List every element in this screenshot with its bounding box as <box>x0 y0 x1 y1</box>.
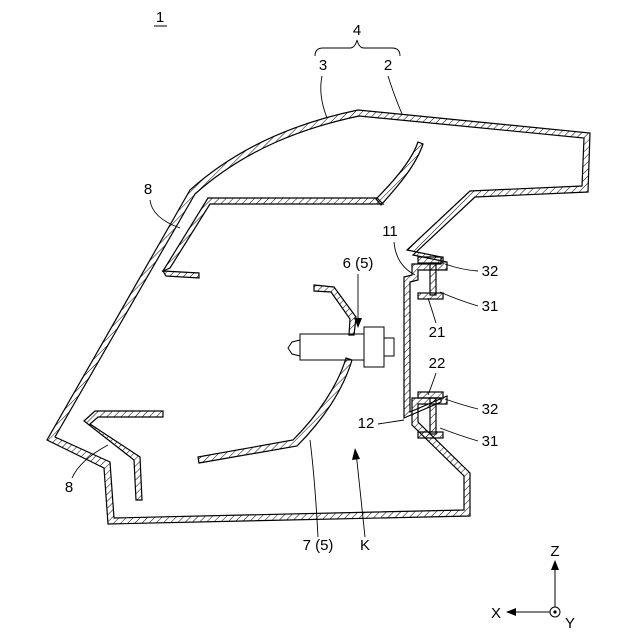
leader-32-upper <box>445 264 478 271</box>
label-11: 11 <box>382 223 398 240</box>
label-21: 21 <box>429 324 446 341</box>
label-3: 3 <box>319 57 327 74</box>
leader-K <box>356 452 365 537</box>
label-31-lower: 31 <box>482 433 499 450</box>
label-8-lower: 8 <box>65 479 73 496</box>
label-K: K <box>360 537 370 554</box>
label-7: 7 (5) <box>303 537 334 554</box>
leader-3 <box>321 76 327 118</box>
arrow-K <box>352 448 360 460</box>
label-12: 12 <box>358 415 375 432</box>
leader-2 <box>388 76 402 114</box>
flange-8-upper <box>163 271 199 278</box>
figure-number: 1 <box>156 9 164 26</box>
axis-x-label: X <box>491 605 501 622</box>
leader-7 <box>310 440 318 537</box>
reflector-7 <box>198 358 352 463</box>
leader-32-lower <box>445 399 478 409</box>
axis-y-label: Y <box>565 615 575 632</box>
leader-21 <box>428 298 436 323</box>
label-2: 2 <box>384 57 392 74</box>
label-32-lower: 32 <box>482 401 499 418</box>
housing-outer-wall <box>47 110 590 524</box>
x-arrow-head <box>506 608 516 616</box>
label-6: 6 (5) <box>343 255 374 272</box>
mounting-bracket-upper <box>418 257 443 299</box>
leader-31-lower <box>440 428 478 441</box>
axis-z-label: Z <box>550 543 559 560</box>
label-8-upper: 8 <box>144 181 152 198</box>
z-arrow-head <box>551 560 559 570</box>
label-4: 4 <box>353 22 361 39</box>
inner-shade-top <box>376 142 423 205</box>
brace-4 <box>315 40 400 56</box>
label-22: 22 <box>429 355 446 372</box>
label-31-upper: 31 <box>482 298 499 315</box>
extension-6 <box>314 285 356 335</box>
label-32-upper: 32 <box>482 263 499 280</box>
leader-12 <box>378 420 404 424</box>
light-source <box>288 327 394 367</box>
coordinate-axes: Z X Y <box>491 543 575 632</box>
leader-31-upper <box>440 292 478 306</box>
